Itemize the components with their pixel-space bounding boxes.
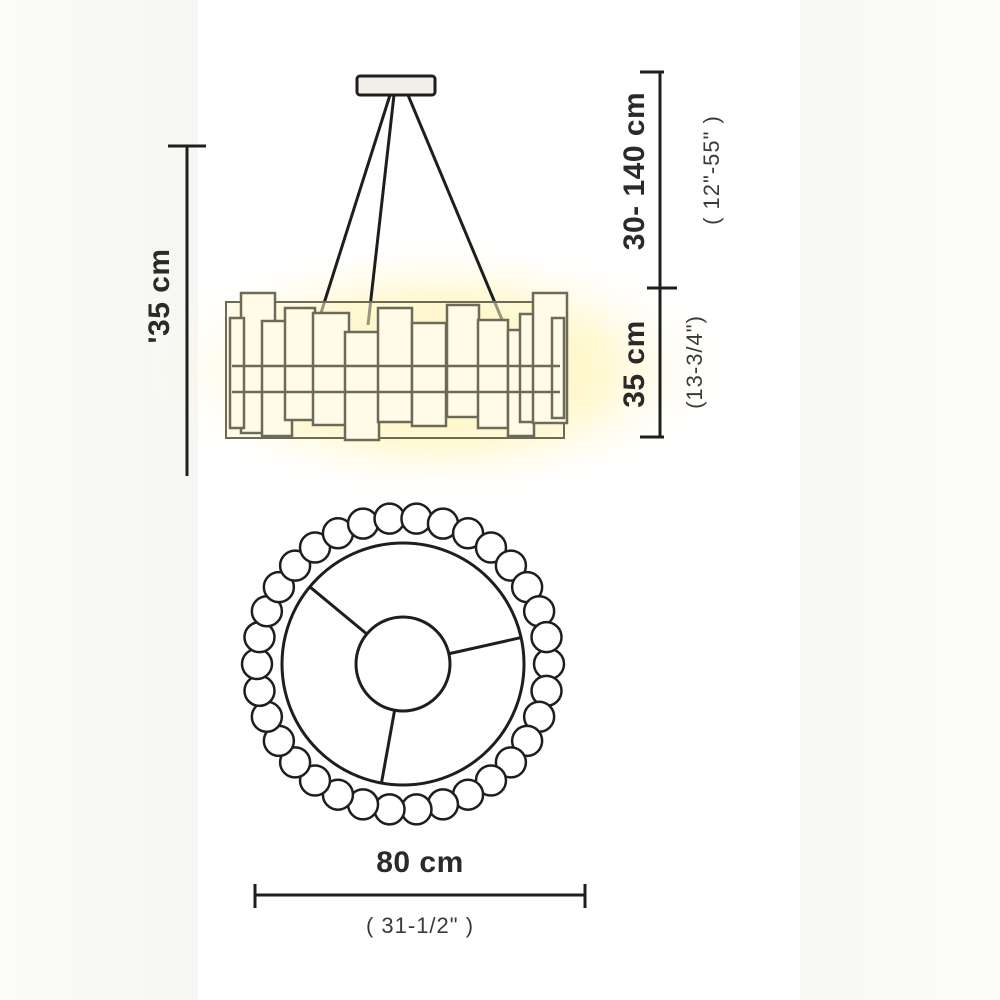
outer-bead [373,502,406,535]
shade-panel [228,316,246,430]
outer-bead [400,502,433,535]
left-height-dimension-line [168,144,206,476]
outer-bead [240,647,274,681]
shade-panel [311,311,351,427]
support-arm [379,709,397,784]
shade-height-imperial-label: (13-3/4") [682,315,707,409]
outer-bead [373,793,406,826]
shade-panel [410,321,448,428]
outer-bead [262,570,296,604]
shade-panel [343,330,381,442]
cable-length-label: 30- 140 cm [618,91,651,251]
outer-bead [243,674,276,708]
left-height-label: '35 cm [143,248,176,344]
right-margin [800,0,1000,1000]
cable-length-imperial-label: ( 12"-55" ) [699,115,724,225]
outer-bead [346,507,380,540]
outer-bead [510,724,544,758]
outer-bead [532,647,566,681]
diameter-dimension-line [253,884,587,908]
outer-bead [494,549,528,582]
outer-bead [278,746,312,779]
shade-panel [283,306,317,422]
outer-bead [530,620,563,654]
shade-panel [550,316,566,420]
shade-panel [445,303,481,419]
support-arm [308,585,368,636]
shade-height-label: 35 cm [618,320,651,408]
ceiling-canopy [355,74,437,97]
outer-bead [278,549,312,582]
shade-panel [476,318,510,430]
diagram-panel [198,6,800,1000]
lamp-side-view [225,291,569,442]
suspension-cables [318,94,505,326]
diameter-imperial-label: ( 31-1/2" ) [365,913,475,938]
centre-hub [354,615,452,713]
outer-bead [494,746,528,779]
outer-bead [474,531,508,564]
right-dimension-lines [640,70,677,439]
support-arm [448,636,522,656]
outer-bead [400,793,433,826]
diameter-label: 80 cm [376,846,464,879]
lamp-top-view [240,502,566,826]
left-margin [0,0,198,1000]
outer-bead [426,788,460,821]
outer-bead [298,764,332,797]
